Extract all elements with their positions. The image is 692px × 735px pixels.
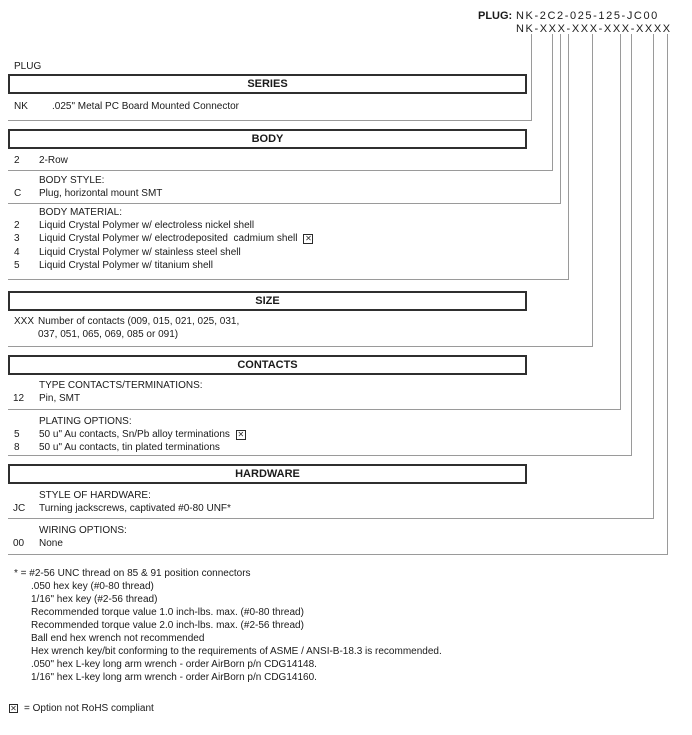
footnote: Ball end hex wrench not recommended (31, 633, 205, 644)
body-row-code: 2 (14, 155, 20, 166)
size-desc-line2: 037, 051, 065, 069, 085 or 091) (38, 329, 179, 340)
series-header: SERIES (8, 74, 527, 94)
rule-series-bottom (8, 120, 532, 121)
page-title: PLUG (14, 61, 42, 72)
contact-type-desc: Pin, SMT (39, 393, 81, 404)
plating-desc: 50 u" Au contacts, Sn/Pb alloy terminati… (39, 429, 246, 440)
connector-line-contact-type (620, 34, 621, 410)
contact-type-code: 12 (13, 393, 25, 404)
rohs-legend-text: = Option not RoHS compliant (24, 703, 154, 714)
connector-line-body-material (568, 34, 569, 280)
body-row-desc: 2-Row (39, 155, 68, 166)
body-style-label: BODY STYLE: (39, 175, 105, 186)
rule-contact-type-bottom (8, 409, 621, 410)
body-material-desc: Liquid Crystal Polymer w/ stainless stee… (39, 247, 241, 258)
rule-body-material-bottom (8, 279, 569, 280)
footnote: Hex wrench key/bit conforming to the req… (31, 646, 442, 657)
footnote: Recommended torque value 2.0 inch-lbs. m… (31, 620, 304, 631)
size-code: XXX (14, 316, 35, 327)
hardware-style-code: JC (13, 503, 26, 514)
body-material-code: 5 (14, 260, 20, 271)
wiring-desc: None (39, 538, 63, 549)
connector-line-body-row (552, 34, 553, 171)
footnote: .050" hex L-key long arm wrench - order … (31, 659, 317, 670)
rule-wiring-bottom (8, 554, 668, 555)
connector-line-wiring (667, 34, 668, 555)
footnote: Recommended torque value 1.0 inch-lbs. m… (31, 607, 304, 618)
connector-line-hardware-style (653, 34, 654, 519)
connector-line-series (531, 34, 532, 121)
hardware-style-desc: Turning jackscrews, captivated #0-80 UNF… (39, 503, 231, 514)
plating-code: 8 (14, 442, 20, 453)
series-desc: .025" Metal PC Board Mounted Connector (52, 101, 239, 112)
rule-body-row-bottom (8, 170, 553, 171)
size-header: SIZE (8, 291, 527, 311)
not-rohs-compliant-icon: ✕ (9, 704, 18, 713)
body-material-code: 2 (14, 220, 20, 231)
plating-options-label: PLATING OPTIONS: (39, 416, 132, 427)
body-style-code: C (14, 188, 22, 199)
body-material-desc: Liquid Crystal Polymer w/ electrodeposit… (39, 233, 314, 244)
part-number-example: NK-2C2-025-125-JC00 (516, 10, 659, 22)
wiring-options-label: WIRING OPTIONS: (39, 525, 127, 536)
contact-type-label: TYPE CONTACTS/TERMINATIONS: (39, 380, 203, 391)
body-material-desc-text: Liquid Crystal Polymer w/ electrodeposit… (39, 233, 298, 244)
connector-line-size (592, 34, 593, 347)
not-rohs-compliant-icon: ✕ (303, 234, 314, 244)
body-material-code: 4 (14, 247, 20, 258)
contacts-header: CONTACTS (8, 355, 527, 375)
plug-part-number-label: PLUG: (478, 10, 513, 22)
rule-body-style-bottom (8, 203, 561, 204)
not-rohs-compliant-icon: ✕ (235, 430, 246, 440)
footnote: 1/16" hex L-key long arm wrench - order … (31, 672, 317, 683)
plating-desc: 50 u" Au contacts, tin plated terminatio… (39, 442, 220, 453)
body-style-desc: Plug, horizontal mount SMT (39, 188, 163, 199)
footnote: * = #2-56 UNC thread on 85 & 91 position… (14, 568, 251, 579)
connector-line-plating (631, 34, 632, 456)
body-header: BODY (8, 129, 527, 149)
hardware-header: HARDWARE (8, 464, 527, 484)
footnote: 1/16" hex key (#2-56 thread) (31, 594, 158, 605)
body-material-desc: Liquid Crystal Polymer w/ electroless ni… (39, 220, 255, 231)
plating-desc-text: 50 u" Au contacts, Sn/Pb alloy terminati… (39, 429, 230, 440)
body-material-code: 3 (14, 233, 20, 244)
connector-line-body-style (560, 34, 561, 204)
body-material-desc: Liquid Crystal Polymer w/ titanium shell (39, 260, 213, 271)
part-number-mask: NK-XXX-XXX-XXX-XXXX (516, 23, 672, 35)
wiring-code: 00 (13, 538, 25, 549)
rule-hardware-style-bottom (8, 518, 654, 519)
hardware-style-label: STYLE OF HARDWARE: (39, 490, 151, 501)
rule-size-bottom (8, 346, 593, 347)
plating-code: 5 (14, 429, 20, 440)
body-material-label: BODY MATERIAL: (39, 207, 122, 218)
series-code: NK (14, 101, 28, 112)
size-desc-line1: Number of contacts (009, 015, 021, 025, … (38, 316, 240, 327)
rule-plating-bottom (8, 455, 632, 456)
footnote: .050 hex key (#0-80 thread) (31, 581, 154, 592)
